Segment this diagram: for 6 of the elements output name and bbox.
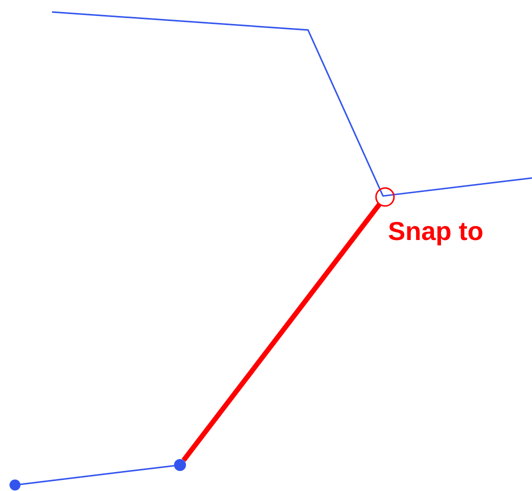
line-segment bbox=[20, 464, 174, 486]
snap-line bbox=[182, 202, 382, 462]
vertex-dot bbox=[10, 480, 20, 490]
vertex-dot bbox=[174, 459, 186, 471]
snap-circle bbox=[375, 187, 395, 207]
snap-label: Snap to bbox=[388, 216, 484, 246]
